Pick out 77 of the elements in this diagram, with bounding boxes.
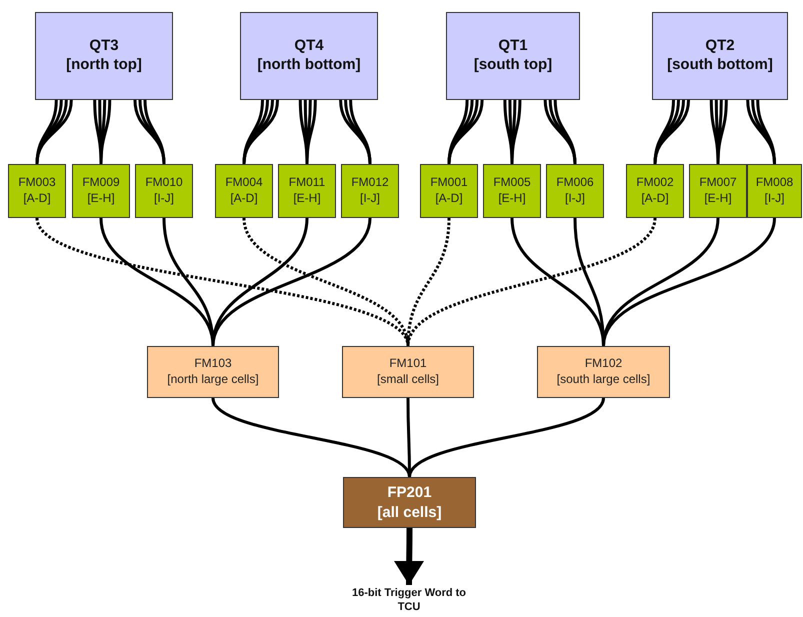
connector-line — [100, 100, 112, 164]
crate-box — [652, 12, 788, 100]
connector-line — [756, 100, 776, 164]
module-description: [north large cells] — [167, 372, 259, 388]
module-box — [147, 346, 279, 398]
module-name: FM010 — [145, 175, 183, 191]
module-description: [E-H] — [498, 191, 526, 207]
connector-line — [212, 218, 372, 346]
module-name: FM008 — [756, 175, 794, 191]
connector-line — [406, 218, 656, 346]
module-box — [546, 164, 604, 218]
module-description: [south top] — [474, 56, 552, 75]
module-description: [A-D] — [23, 191, 51, 207]
module-box — [342, 346, 474, 398]
crate-box — [240, 12, 378, 100]
module-name: FM102 — [584, 356, 622, 372]
module-box — [747, 164, 802, 218]
module-name: FM005 — [493, 175, 531, 191]
module-description: [north bottom] — [257, 56, 361, 75]
connector-line — [716, 100, 728, 164]
module-box — [689, 164, 747, 218]
module-description: [E-H] — [87, 191, 115, 207]
module-description: [E-H] — [704, 191, 732, 207]
output-label: 16-bit Trigger Word to TCU — [350, 586, 468, 615]
module-description: [A-D] — [435, 191, 463, 207]
module-description: [I-J] — [764, 191, 784, 207]
module-name: FM011 — [288, 175, 326, 191]
module-description: [south large cells] — [556, 372, 650, 388]
crate-box — [446, 12, 580, 100]
module-name: QT1 — [498, 37, 528, 56]
module-name: FP201 — [387, 483, 432, 502]
module-box — [278, 164, 336, 218]
module-description: [small cells] — [376, 372, 439, 388]
module-name: FM001 — [430, 175, 468, 191]
connector-line — [212, 397, 411, 478]
connector-line — [408, 397, 605, 478]
module-description: [I-J] — [565, 191, 585, 207]
module-name: QT3 — [89, 37, 119, 56]
module-description: [south bottom] — [667, 56, 773, 75]
module-description: [all cells] — [377, 502, 442, 522]
module-box — [420, 164, 478, 218]
module-box — [537, 346, 670, 398]
arrow — [394, 528, 424, 585]
module-box — [72, 164, 130, 218]
module-description: [E-H] — [293, 191, 321, 207]
connector-line — [306, 100, 317, 164]
connector-line — [349, 100, 372, 164]
module-description: [I-J] — [360, 191, 380, 207]
module-box — [135, 164, 193, 218]
module-box — [626, 164, 684, 218]
module-name: FM004 — [225, 175, 263, 191]
module-name: FM006 — [556, 175, 594, 191]
module-name: FM012 — [351, 175, 389, 191]
connector-line — [554, 100, 576, 164]
connector-line — [406, 218, 450, 346]
crate-box — [35, 12, 173, 100]
module-name: FM007 — [699, 175, 737, 191]
connector-line — [406, 398, 411, 477]
module-name: QT4 — [294, 37, 324, 56]
module-name: FM009 — [82, 175, 120, 191]
module-name: FM003 — [18, 175, 56, 191]
module-box — [341, 164, 399, 218]
connector-line — [144, 100, 166, 164]
module-description: [A-D] — [641, 191, 669, 207]
module-box — [215, 164, 273, 218]
module-name: FM103 — [194, 356, 232, 372]
connector-line — [510, 100, 522, 164]
module-description: [A-D] — [230, 191, 258, 207]
processor-box — [343, 477, 476, 528]
module-description: [north top] — [66, 56, 142, 75]
module-name: FM101 — [389, 356, 427, 372]
connector-line — [602, 218, 776, 346]
module-description: [I-J] — [154, 191, 174, 207]
module-box — [483, 164, 541, 218]
module-name: FM002 — [636, 175, 674, 191]
module-box — [8, 164, 66, 218]
module-name: QT2 — [705, 37, 735, 56]
